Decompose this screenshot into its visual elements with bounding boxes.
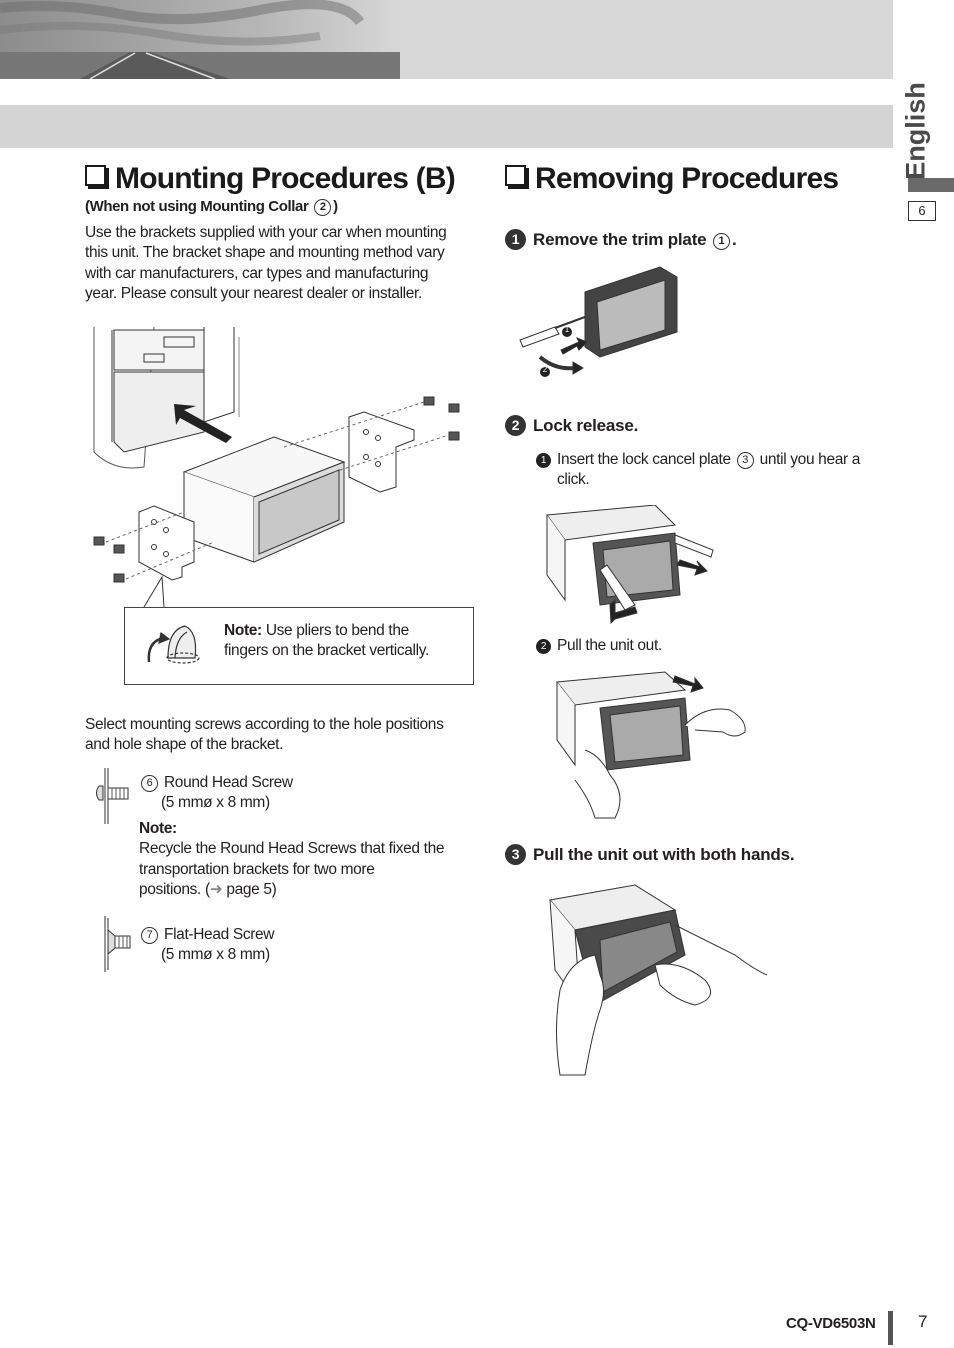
flat-head-screw-icon [101,916,135,972]
page-number: 7 [918,1312,928,1331]
header-band [0,105,893,148]
circled-number: 3 [736,452,754,469]
circled-number: 6 [141,775,158,792]
round-head-screw-label: 6 Round Head Screw (5 mmø x 8 mm) [139,773,293,814]
language-tab-bar [908,178,954,192]
pliers-bend-icon [143,620,203,666]
circled-number: 7 [141,927,158,944]
circled-number: 1 [712,233,730,250]
lock-release-figure [545,505,720,625]
header-road-photo [0,0,893,79]
checkbox-icon [505,165,526,186]
figure-label: 1 [564,325,570,334]
step-number: 2 [505,415,526,436]
language-label: English [900,82,931,180]
note-box: Note: Use pliers to bend the fingers on … [124,607,474,685]
sub-step-number: 1 [536,453,551,468]
section-title-mounting: Mounting Procedures (B) [85,162,456,196]
mounting-intro: Use the brackets supplied with your car … [85,224,447,302]
pull-unit-figure [555,670,760,820]
step-number: 1 [505,229,526,250]
language-tab: English [900,82,932,180]
trim-plate-figure: 1 2 [515,262,685,380]
flat-head-screw-label: 7 Flat-Head Screw (5 mmø x 8 mm) [139,925,275,966]
sub-step-number: 2 [536,639,551,654]
section-title-removing: Removing Procedures [505,162,839,196]
mounting-title-block: Mounting Procedures (B) [85,162,456,196]
mounting-subtitle: (When not using Mounting Collar 2) [85,198,338,216]
recycle-note: Note: Recycle the Round Head Screws that… [139,820,445,898]
circled-number: 2 [314,199,332,216]
mounting-diagram [84,322,474,612]
round-head-screw-icon [93,768,133,824]
arrow-right-icon: ➜ [209,880,223,898]
removing-title-block: Removing Procedures [505,162,839,196]
model-number: CQ-VD6503N [786,1315,876,1332]
select-screws-text: Select mounting screws according to the … [85,716,444,754]
step-number: 3 [505,844,526,865]
figure-label: 2 [542,365,548,374]
checkbox-icon [85,165,106,186]
footer-divider [888,1311,893,1345]
note-text: Note: Use pliers to bend the fingers on … [224,622,429,660]
both-hands-figure [545,880,770,1080]
side-page-number: 6 [908,201,936,221]
